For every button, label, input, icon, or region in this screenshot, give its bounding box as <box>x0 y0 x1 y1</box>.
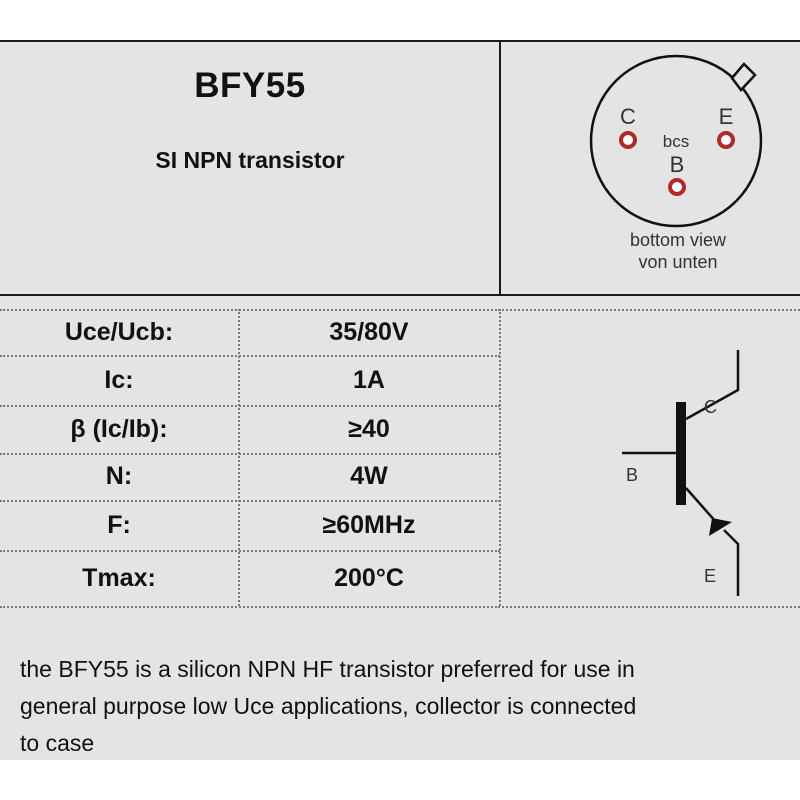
pin-b-label: B <box>670 152 685 177</box>
table-rule <box>0 606 500 608</box>
pin-e-marker <box>717 131 735 149</box>
spec-value: 35/80V <box>329 318 409 346</box>
spec-param: Uce/Ucb: <box>64 318 174 346</box>
pinout-caption-line2: von unten <box>638 252 717 272</box>
symbol-top-rule <box>502 309 800 311</box>
spec-param: Ic: <box>104 366 134 394</box>
part-number-title: BFY55 <box>194 66 306 105</box>
symbol-c-label: C <box>704 397 717 417</box>
table-rule <box>0 405 500 407</box>
description-text: the BFY55 is a silicon NPN HF transistor… <box>20 656 637 756</box>
table-rule <box>0 453 500 455</box>
emitter-lead <box>685 487 717 523</box>
emitter-arrow <box>709 518 732 536</box>
header-vertical-divider <box>499 40 501 296</box>
base-bar <box>676 402 686 505</box>
part-type-subtitle: SI NPN transistor <box>155 147 345 173</box>
pin-e-label: E <box>719 104 734 129</box>
table-rule <box>0 500 500 502</box>
spec-value: 200°C <box>334 564 404 592</box>
pinout-center-label: bcs <box>663 132 689 151</box>
header-divider <box>0 294 800 296</box>
spec-value: 1A <box>353 366 385 394</box>
pin-b-marker <box>668 178 686 196</box>
table-rule <box>0 355 500 357</box>
case-outline <box>589 54 763 228</box>
spec-row: F: ≥60MHz <box>0 502 500 548</box>
emitter-wire <box>723 529 740 596</box>
spec-row: N: 4W <box>0 453 500 499</box>
spec-param: Tmax: <box>82 564 156 592</box>
symbol-bottom-rule <box>502 606 800 608</box>
table-column-rule <box>238 309 240 606</box>
symbol-b-label: B <box>626 465 638 485</box>
spec-row: β (Ic/Ib): ≥40 <box>0 406 500 452</box>
table-rule <box>0 550 500 552</box>
collector-lead <box>685 350 740 421</box>
case-tab <box>730 62 757 92</box>
npn-transistor-symbol: C B E <box>622 350 740 596</box>
spec-value: 4W <box>350 462 388 490</box>
symbol-e-label: E <box>704 566 716 586</box>
spec-param: β (Ic/Ib): <box>70 415 168 443</box>
datasheet-card: BFY55 SI NPN transistor C E B bcs bottom… <box>0 40 800 760</box>
spec-row: Uce/Ucb: 35/80V <box>0 309 500 355</box>
top-border <box>0 40 800 42</box>
pin-c-marker <box>619 131 637 149</box>
spec-row: Ic: 1A <box>0 357 500 403</box>
pinout-diagram: C E B bcs bottom view von unten <box>589 54 763 272</box>
pin-c-label: C <box>620 104 636 129</box>
spec-row: Tmax: 200°C <box>0 555 500 601</box>
spec-value: ≥40 <box>348 415 390 443</box>
spec-value: ≥60MHz <box>322 511 416 539</box>
spec-param: F: <box>107 511 131 539</box>
table-rule <box>0 309 500 311</box>
table-column-rule <box>499 309 501 606</box>
spec-param: N: <box>105 462 133 490</box>
pinout-caption-line1: bottom view <box>630 230 727 250</box>
